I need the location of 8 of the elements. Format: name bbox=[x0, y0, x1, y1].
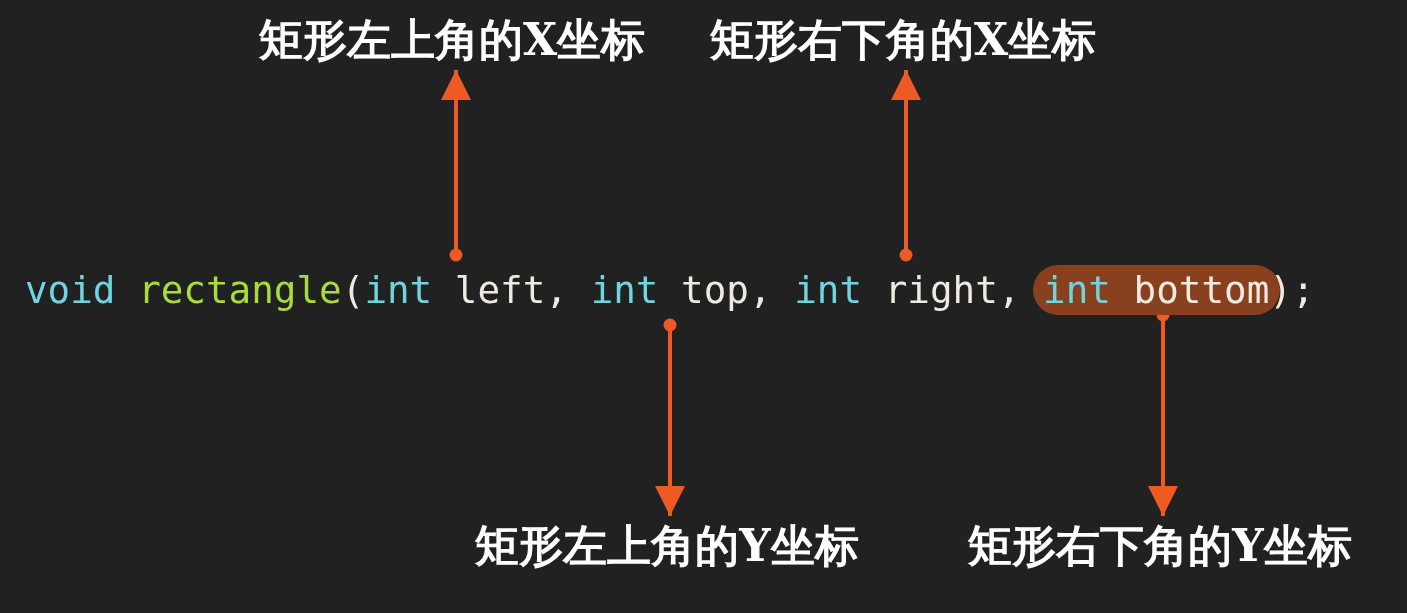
leader-arrow bbox=[891, 70, 921, 262]
leader-arrow bbox=[441, 70, 471, 262]
annotation-label: 矩形左上角的X坐标 bbox=[256, 10, 648, 70]
leader-arrow bbox=[655, 318, 685, 516]
annotation-label: 矩形右下角的Y坐标 bbox=[966, 516, 1354, 576]
code-text: void rectangle(int left, int top, int right, bbox=[25, 268, 1021, 312]
annotation-label: 矩形右下角的X坐标 bbox=[707, 10, 1099, 70]
annotation-label: 矩形左上角的Y坐标 bbox=[473, 516, 861, 576]
